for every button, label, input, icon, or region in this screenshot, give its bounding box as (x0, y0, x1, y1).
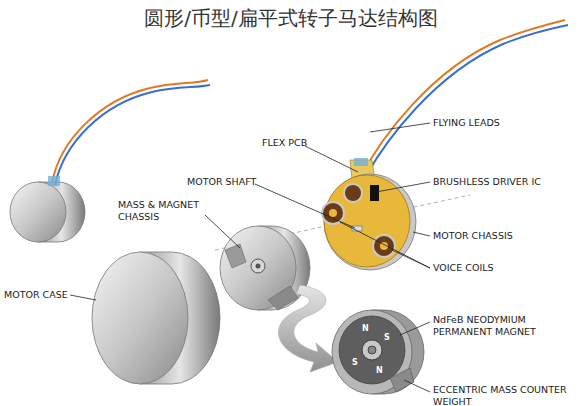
part-label: NdFeB NEODYMIUM PERMANENT MAGNET (433, 314, 578, 338)
part-label: ECCENTRIC MASS COUNTER WEIGHT (433, 384, 578, 406)
magnet-pole: S (352, 358, 362, 367)
leader-lines (70, 123, 430, 392)
part-label: MASS & MAGNET CHASSIS (118, 199, 213, 223)
mass-chassis-drawing (220, 226, 310, 310)
motor-case-drawing (92, 252, 220, 384)
part-label: BRUSHLESS DRIVER IC (433, 176, 578, 188)
magnet-pole: S (384, 333, 394, 342)
assembled-motor (10, 80, 210, 242)
part-label: FLEX PCB (262, 137, 322, 149)
magnet-drawing (332, 310, 424, 394)
magnet-pole: N (362, 324, 372, 333)
curved-arrow (278, 285, 338, 372)
part-label: VOICE COILS (433, 262, 573, 274)
diagram-title: 圆形/币型/扁平式转子马达结构图 (0, 5, 582, 32)
part-label: MOTOR CHASSIS (433, 230, 573, 242)
part-label: MOTOR SHAFT (187, 176, 267, 188)
magnet-pole: N (376, 366, 386, 375)
part-label: MOTOR CASE (4, 289, 84, 301)
part-label: FLYING LEADS (433, 117, 573, 129)
